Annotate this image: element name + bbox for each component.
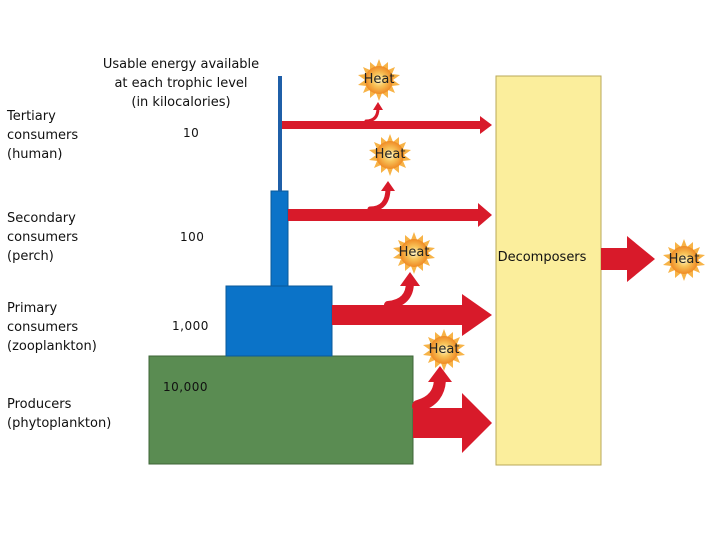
energy-value-secondary: 100 [180, 230, 205, 244]
heat-label-3: Heat [398, 245, 430, 260]
heat-label-2: Heat [374, 147, 406, 162]
producers-block [148, 355, 414, 465]
heat-curve-secondary [367, 185, 391, 212]
heat-label-4: Heat [428, 342, 460, 357]
energy-value-tertiary: 10 [183, 126, 200, 140]
heat-head-producers [428, 366, 452, 382]
level-label-tertiary: Tertiary consumers (human) [7, 109, 79, 162]
energy-value-primary: 1,000 [172, 319, 209, 333]
header-line-2: at each trophic level [114, 76, 248, 91]
heat-curve-producers [412, 372, 446, 412]
flow-arrow-secondary [288, 203, 492, 227]
heat-head-secondary [381, 181, 395, 191]
header-line-1: Usable energy available [102, 57, 260, 72]
level-label-secondary: Secondary consumers (perch) [7, 211, 79, 264]
heat-head-tertiary [373, 102, 383, 110]
flow-arrow-decomposers [601, 236, 655, 282]
tertiary-consumers-bar [278, 76, 282, 191]
level-label-primary: Primary consumers (zooplankton) [7, 301, 97, 354]
flow-arrow-tertiary [282, 116, 492, 134]
heat-curve-heads [373, 102, 452, 382]
header-line-3: (in kilocalories) [131, 95, 231, 110]
heat-label-5: Heat [668, 252, 700, 267]
flow-arrow-producers [413, 393, 492, 453]
secondary-consumers-block [270, 190, 289, 287]
decomposers-box [495, 75, 602, 466]
heat-curve-tertiary [364, 106, 380, 123]
energy-value-producers: 10,000 [163, 380, 208, 394]
level-label-producers: Producers (phytoplankton) [7, 397, 112, 431]
primary-consumers-block [225, 285, 333, 357]
energy-header: Usable energy available at each trophic … [95, 55, 267, 112]
heat-head-primary [400, 272, 420, 286]
heat-label-1: Heat [363, 72, 395, 87]
flow-arrow-primary [332, 294, 492, 336]
energy-flow-arrows [282, 116, 655, 453]
decomposers-label: Decomposers [497, 250, 587, 265]
